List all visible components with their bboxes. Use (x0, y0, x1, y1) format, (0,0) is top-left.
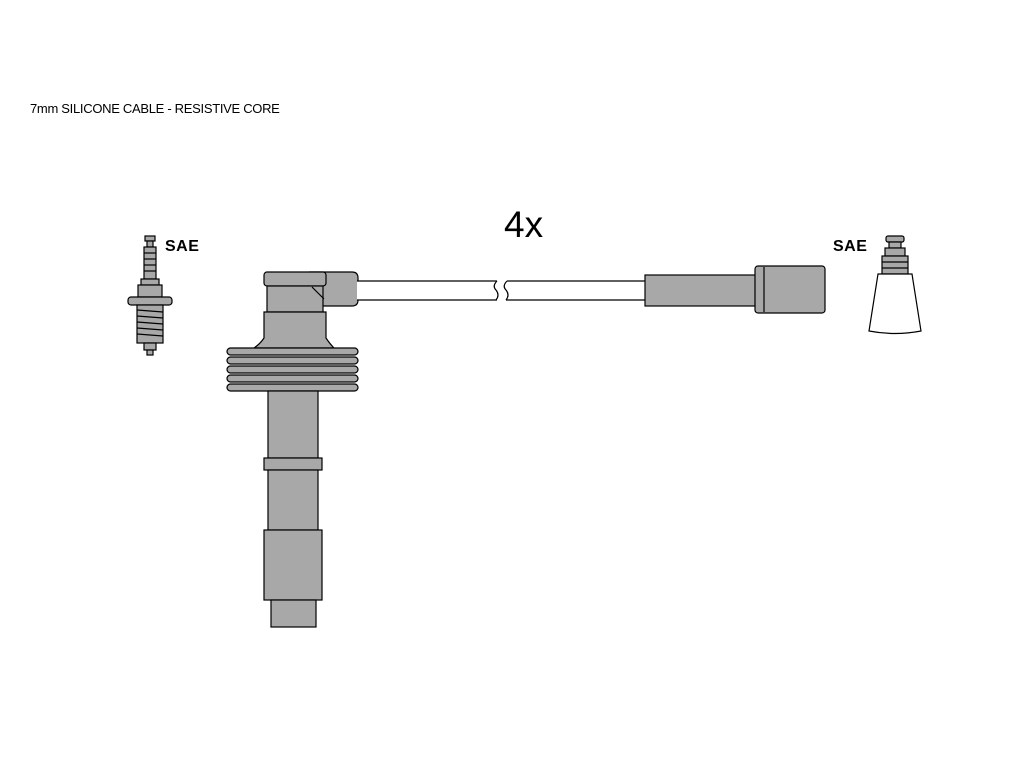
plug-insulator-ribs (144, 252, 156, 272)
boot-elbow-bend (311, 286, 325, 300)
boot-fin (226, 356, 359, 365)
plug-terminal-nut (144, 235, 156, 242)
plug-hex (137, 284, 163, 298)
plug-terminal-post (146, 240, 154, 248)
terminal-neck (888, 241, 902, 249)
coil-boot-cap (754, 265, 826, 314)
boot-sleeve (263, 529, 323, 601)
boot-tip (270, 599, 317, 628)
boot-fin (226, 374, 359, 383)
cable (357, 280, 645, 301)
plug-insulator (143, 246, 157, 280)
terminal-cone (868, 273, 922, 335)
boot-fin (226, 365, 359, 374)
boot-body (252, 311, 336, 349)
quantity-label: 4x (504, 204, 544, 245)
boot-head (266, 285, 324, 313)
plug-collar (140, 278, 160, 286)
terminal-body (881, 255, 909, 275)
right-sae-label: SAE (833, 238, 867, 255)
left-sae-label: SAE (165, 238, 199, 255)
boot-fin (226, 347, 359, 356)
spark-plug-icon (127, 235, 173, 356)
cable-spec-title: 7mm SILICONE CABLE - RESISTIVE CORE (30, 101, 280, 116)
coil-boot (644, 265, 826, 314)
boot-upper-tube (267, 390, 319, 459)
boot-fin (226, 383, 359, 392)
terminal-ring (884, 247, 906, 257)
plug-thread (136, 327, 164, 331)
plug-thread (136, 315, 164, 319)
cable-right-fill (507, 281, 645, 300)
boot-lower-tube (267, 469, 319, 531)
plug-electrode (146, 349, 154, 356)
coil-terminal-icon (868, 235, 922, 335)
boot-band (263, 457, 323, 471)
cable-left-fill (357, 281, 496, 300)
plug-boot (226, 271, 359, 628)
plug-tip (143, 342, 157, 351)
cable-break-left (493, 280, 499, 301)
plug-thread (136, 321, 164, 325)
terminal-cap (885, 235, 905, 243)
coil-connector-body (644, 274, 759, 307)
boot-fins (226, 347, 359, 392)
plug-thread (136, 309, 164, 313)
plug-threads (136, 309, 164, 337)
plug-gasket (127, 296, 173, 306)
boot-top-cap (263, 271, 327, 287)
plug-thread (136, 333, 164, 337)
cable-break-right (503, 280, 509, 301)
